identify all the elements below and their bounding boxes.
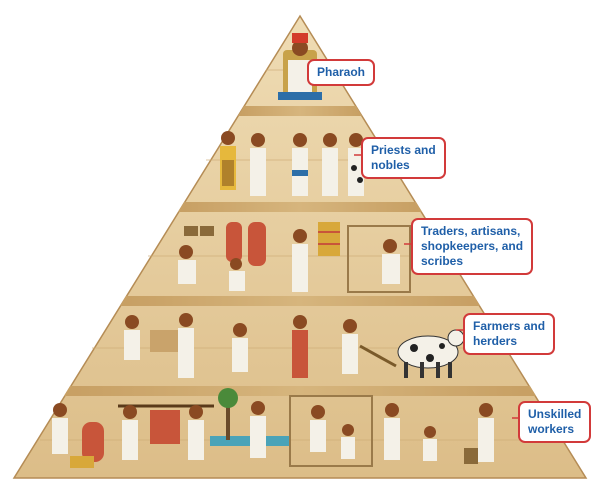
tier-band-2: [178, 202, 422, 212]
tier-label-priests-nobles: Priests and nobles: [361, 137, 446, 179]
tier-label-pharaoh: Pharaoh: [307, 59, 376, 86]
farmers-herders-figures: [124, 313, 465, 378]
tier-band-4: [64, 386, 536, 396]
traders-artisans-figures: [178, 222, 411, 293]
tier-label-traders-artisans: Traders, artisans, shopkeepers, and scri…: [411, 218, 534, 275]
priests-nobles-figures: [220, 131, 364, 196]
label-connectors: [307, 69, 518, 419]
tier-label-unskilled-workers: Unskilled workers: [518, 401, 592, 443]
tier-label-farmers-herders: Farmers and herders: [463, 313, 556, 355]
unskilled-workers-figures: [52, 388, 494, 468]
tier-band-3: [120, 296, 480, 306]
tier-band-1: [238, 106, 362, 116]
